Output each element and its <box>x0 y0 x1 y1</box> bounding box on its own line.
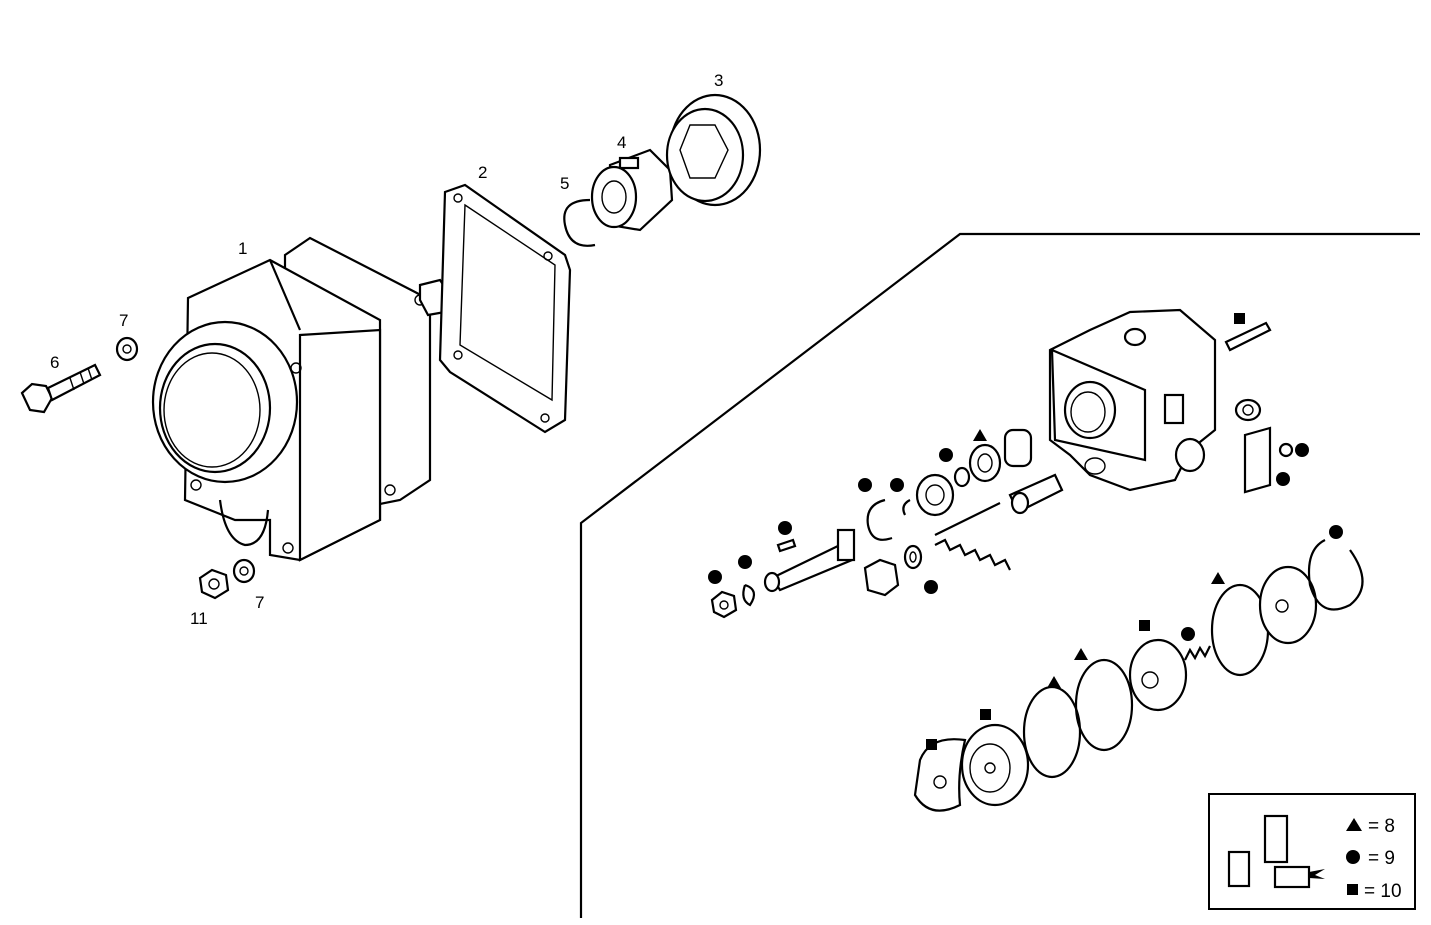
circlip-part <box>1307 539 1364 611</box>
legend-square-icon <box>1347 884 1358 895</box>
kit-packages-illustration <box>1227 814 1325 889</box>
legend-label-9: = 9 <box>1368 848 1395 869</box>
callout-1: 1 <box>238 239 247 258</box>
legend-label-8: = 8 <box>1368 816 1395 837</box>
port-plate-part <box>913 738 967 812</box>
callout-11: 11 <box>190 609 208 628</box>
washer-part <box>903 544 923 570</box>
cap-part <box>863 558 900 597</box>
square-marker <box>980 709 991 720</box>
circle-marker <box>708 570 722 584</box>
section-divider <box>579 232 1420 918</box>
circle-marker <box>738 555 752 569</box>
triangle-marker <box>973 429 987 441</box>
valve-spool-part <box>934 473 1064 571</box>
coupling-part <box>590 148 674 232</box>
kit-markers <box>708 313 1343 750</box>
callout-7: 7 <box>119 311 128 330</box>
drive-shaft-part <box>763 528 856 593</box>
triangle-marker <box>1074 648 1088 660</box>
circle-marker <box>1181 627 1195 641</box>
end-plate-part <box>1128 638 1188 712</box>
lock-washer-part <box>742 583 756 607</box>
square-marker <box>926 739 937 750</box>
o-ring-part <box>953 466 971 488</box>
bearing-part <box>665 93 762 207</box>
pump-body-part <box>1048 308 1217 492</box>
callout-3: 3 <box>714 71 723 90</box>
shaft-nut-part <box>710 590 738 619</box>
square-marker <box>1139 620 1150 631</box>
o-ring-part <box>1022 685 1082 779</box>
spring-part <box>1184 645 1211 661</box>
snap-ring-part <box>866 498 893 541</box>
o-ring-part <box>1074 658 1134 752</box>
callout-4: 4 <box>617 133 626 152</box>
legend-triangle-icon <box>1346 818 1362 831</box>
callout-2: 2 <box>478 163 487 182</box>
circle-marker <box>778 521 792 535</box>
bearing-small-part <box>968 443 1002 483</box>
pin-part <box>1224 321 1272 352</box>
washer-part <box>115 336 139 362</box>
legend-label-10: = 10 <box>1364 881 1402 902</box>
circlip-part <box>563 198 596 247</box>
triangle-marker <box>1047 676 1061 688</box>
bolt-part <box>20 363 102 414</box>
snap-ring-part <box>902 499 911 516</box>
callout-7: 7 <box>255 593 264 612</box>
square-marker <box>1234 313 1245 324</box>
washer-part <box>232 558 256 584</box>
circle-marker <box>1329 525 1343 539</box>
rotor-part <box>960 723 1030 807</box>
key-part <box>776 538 797 553</box>
seal-part <box>915 473 955 517</box>
cover-disc-part <box>1258 565 1318 645</box>
nut-part <box>198 568 230 600</box>
callout-6: 6 <box>50 353 59 372</box>
legend: = 8 = 9 = 10 <box>1208 793 1416 910</box>
triangle-marker <box>1211 572 1225 584</box>
ball-part <box>1278 442 1294 458</box>
gasket-part <box>438 183 572 434</box>
circle-marker <box>858 478 872 492</box>
circle-marker <box>924 580 938 594</box>
callout-5: 5 <box>560 174 569 193</box>
plate-part <box>1243 426 1272 494</box>
needle-bearing-part <box>1003 428 1033 468</box>
circle-marker <box>1295 443 1309 457</box>
circle-marker <box>1276 472 1290 486</box>
plug-part <box>1234 398 1262 422</box>
housing-part <box>151 236 452 562</box>
circle-marker <box>939 448 953 462</box>
circle-marker <box>890 478 904 492</box>
legend-circle-icon <box>1346 850 1360 864</box>
